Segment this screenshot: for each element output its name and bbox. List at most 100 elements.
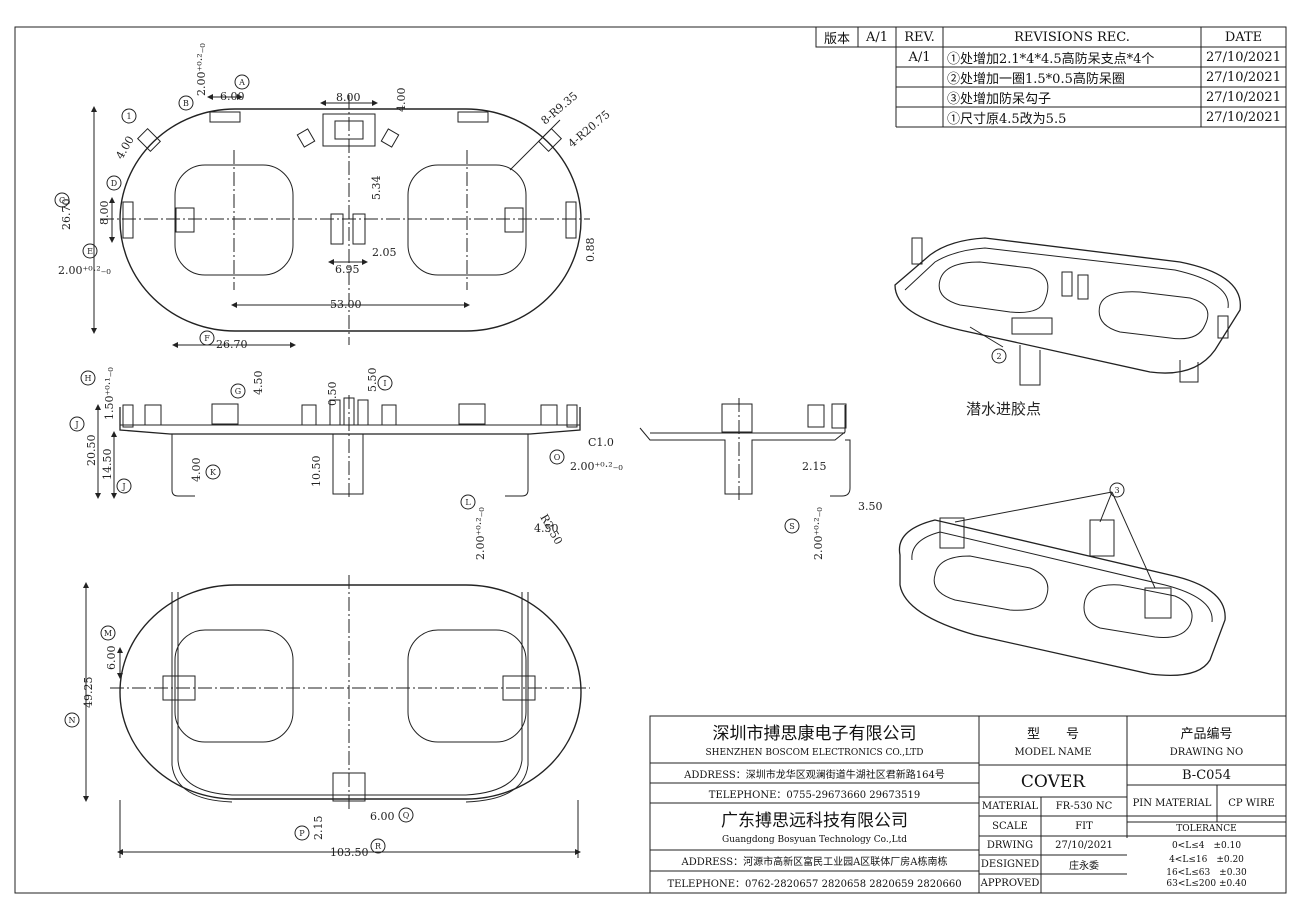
address1: ADDRESS：深圳市龙华区观澜街道牛湖社区君新路164号: [684, 769, 945, 781]
dim-top-400b: 4.00: [113, 134, 137, 162]
svg-text:F: F: [204, 334, 210, 343]
dim-bv-600: 6.00: [105, 646, 118, 671]
rev-row-4-text: ①尺寸原4.5改为5.5: [947, 111, 1067, 127]
rev-header: REV.: [904, 29, 935, 45]
top-view: [91, 94, 590, 348]
drawing-value: B-C054: [1182, 767, 1231, 783]
rev-row-1-date: 27/10/2021: [1206, 49, 1281, 65]
svg-text:C: C: [59, 196, 65, 205]
dim-550: 5.50: [366, 368, 379, 393]
dim-top-8: 8.00: [336, 91, 361, 104]
side-view: [639, 398, 851, 500]
dim-top-200: 2.00⁺⁰·²₋₀: [195, 43, 208, 96]
isometric-view-1: [894, 237, 1241, 386]
svg-text:G: G: [235, 387, 241, 396]
edition-label: 版本: [823, 31, 850, 47]
dim-top-2670: 26.70: [60, 199, 73, 231]
pin-material-label: PIN MATERIAL: [1132, 798, 1212, 809]
svg-text:J: J: [121, 482, 125, 491]
dim-top-53: 53.00: [330, 298, 362, 311]
dim-top-200b: 2.00⁺⁰·²₋₀: [58, 264, 111, 277]
svg-text:I: I: [383, 379, 386, 388]
pin-material-value: CP WIRE: [1228, 798, 1275, 809]
dim-1450: 14.50: [101, 449, 114, 481]
svg-text:D: D: [111, 179, 117, 188]
dim-fv-400: 4.00: [190, 458, 203, 483]
dim-10350: 103.50: [330, 846, 369, 859]
dim-350: 3.50: [858, 500, 883, 513]
svg-text:L: L: [465, 498, 471, 507]
iso-note-text: 潜水进胶点: [966, 400, 1041, 418]
svg-text:J: J: [74, 420, 78, 429]
dim-4925: 49.25: [82, 677, 95, 709]
dim-450: 4.50: [252, 371, 265, 396]
designed-value: 庄永委: [1069, 861, 1099, 872]
telephone2: TELEPHONE：0762-2820657 2820658 2820659 2…: [667, 878, 962, 890]
rev-row-3-text: ③处增加防呆勾子: [947, 91, 1052, 107]
approved-value: [1041, 874, 1127, 893]
tolerance-row: 63<L≤200 ±0.40: [1166, 879, 1247, 889]
scale-value: FIT: [1075, 820, 1093, 832]
rev-row-1-text: ①处增加2.1*4*4.5高防呆支点*4个: [947, 51, 1155, 67]
svg-text:K: K: [210, 468, 217, 477]
dim-215: 2.15: [802, 460, 827, 473]
svg-text:H: H: [85, 374, 92, 383]
svg-text:N: N: [69, 716, 76, 725]
svg-text:O: O: [554, 453, 561, 462]
date-header: DATE: [1224, 29, 1263, 45]
svg-text:M: M: [104, 629, 112, 638]
material-label: MATERIAL: [981, 801, 1039, 812]
dim-r2075: 4-R20.75: [566, 108, 613, 150]
rev-row-3-date: 27/10/2021: [1206, 89, 1281, 105]
front-view: [95, 395, 581, 500]
rev-row-2-text: ②处增加一圈1.5*0.5高防呆圈: [947, 71, 1125, 87]
company2-en: Guangdong Bosyuan Technology Co.,Ltd: [722, 835, 907, 845]
material-value: FR-530 NC: [1055, 801, 1113, 812]
isometric-view-2: [898, 491, 1226, 677]
dim-c10: C1.0: [588, 436, 614, 449]
dim-top-400: 4.00: [395, 88, 408, 113]
model-label-en: MODEL NAME: [1014, 746, 1092, 758]
callout-letters: ABC DEF GHI JKJ OLS MNP QR1 23: [59, 78, 1120, 851]
edition-value: A/1: [865, 29, 889, 45]
tolerance-label: TOLERANCE: [1176, 824, 1237, 834]
company1-en: SHENZHEN BOSCOM ELECTRONICS CO.,LTD: [705, 748, 924, 758]
rev-row-4-date: 27/10/2021: [1206, 109, 1281, 125]
telephone1: TELEPHONE：0755-29673660 29673519: [708, 789, 921, 801]
svg-text:P: P: [299, 829, 305, 838]
dim-top-088: 0.88: [584, 238, 597, 263]
tolerance-row: 0<L≤4 ±0.10: [1171, 840, 1242, 851]
tolerance-row: 4<L≤16 ±0.20: [1169, 854, 1244, 865]
svg-text:E: E: [87, 247, 93, 256]
dim-050: 0.50: [326, 382, 339, 407]
dim-fv-450: 4.50: [534, 522, 559, 535]
svg-text:1: 1: [126, 112, 131, 121]
dim-top-695: 6.95: [335, 263, 360, 276]
designed-label: DESIGNED: [980, 859, 1040, 870]
dim-1050: 10.50: [310, 456, 323, 488]
rev-row-2-rev: [896, 67, 943, 87]
drawing-date-label: DRWING: [986, 840, 1034, 851]
dim-2050: 20.50: [85, 435, 98, 467]
rec-header: REVISIONS REC.: [1014, 29, 1130, 45]
dim-bv-600b: 6.00: [370, 810, 395, 823]
bottom-view: [83, 575, 590, 858]
dim-top-26b: 26.70: [216, 338, 248, 351]
model-value: COVER: [1020, 772, 1086, 792]
dim-top-534: 5.34: [370, 176, 383, 201]
svg-text:B: B: [183, 99, 189, 108]
drawing-label-en: DRAWING NO: [1169, 746, 1244, 758]
rev-row-3-rev: [896, 87, 943, 107]
dim-top-800: 8.00: [98, 201, 111, 226]
dim-150: 1.50⁺⁰·¹₋₀: [103, 367, 116, 420]
company2-cn: 广东搏思远科技有限公司: [721, 810, 908, 831]
svg-text:A: A: [238, 78, 245, 87]
rev-row-1-rev: A/1: [908, 49, 931, 65]
svg-text:2: 2: [996, 352, 1001, 361]
dim-sv-200: 2.00⁺⁰·²₋₀: [812, 507, 825, 560]
company1-cn: 深圳市搏思康电子有限公司: [712, 723, 917, 744]
svg-text:R: R: [375, 842, 382, 851]
rev-row-2-date: 27/10/2021: [1206, 69, 1281, 85]
